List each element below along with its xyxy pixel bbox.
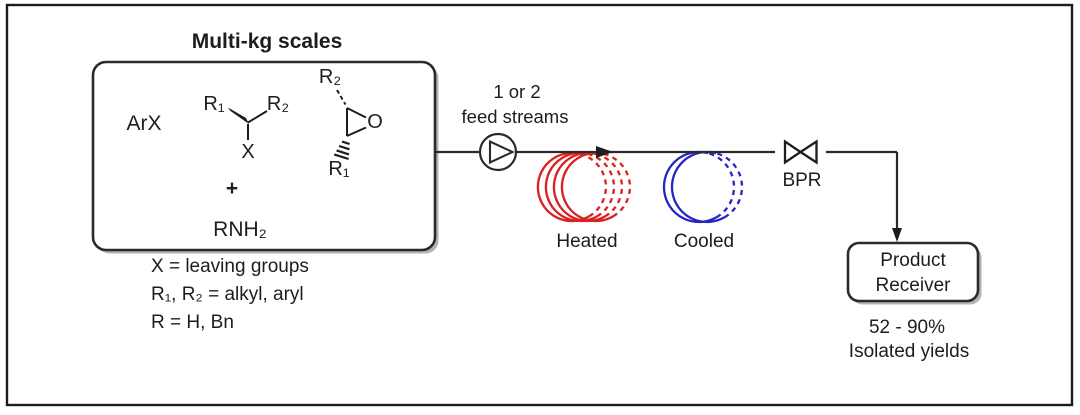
feed-streams-label-line1: 1 or 2	[493, 81, 541, 102]
wedge-bond-icon	[228, 107, 249, 124]
alkyl-halide-structure	[228, 107, 268, 140]
plus-sign: +	[225, 177, 239, 200]
amine-label: RNH₂	[213, 218, 267, 241]
reagent-arx-label: ArX	[126, 112, 162, 135]
receiver-box	[846, 241, 982, 305]
legend-line-2: R₁, R₂ = alkyl, aryl	[151, 284, 304, 305]
legend-line-1: X = leaving groups	[151, 256, 309, 277]
pump-icon	[478, 132, 518, 172]
receiver-box-border	[846, 241, 980, 303]
epoxide-o-label: O	[367, 111, 383, 133]
bpr-label: BPR	[782, 170, 822, 191]
cooled-coil-icon	[662, 150, 744, 224]
diagram-title: Multi-kg scales	[191, 30, 343, 53]
epoxide-r1-label: R₁	[328, 158, 350, 180]
yield-range: 52 - 90%	[868, 317, 946, 338]
bond-line	[346, 107, 367, 119]
cooled-label: Cooled	[673, 231, 735, 252]
heated-label: Heated	[556, 231, 618, 252]
receiver-title-line1: Product	[880, 250, 946, 271]
flow-arrow-down-icon	[892, 228, 902, 242]
feed-streams-label-line2: feed streams	[461, 106, 569, 127]
outer-frame	[5, 3, 1074, 407]
hashed-wedge-bond-icon	[333, 140, 350, 161]
flow-arrow-right-icon	[596, 146, 613, 158]
receiver-title-line2: Receiver	[875, 275, 951, 296]
bond-line	[247, 110, 268, 124]
bpr-valve-icon	[783, 139, 818, 165]
bond-line	[346, 126, 367, 137]
halide-x-label: X	[241, 141, 255, 163]
epoxide-r2-label: R₂	[318, 66, 342, 88]
heated-coil-icon	[536, 151, 631, 223]
yield-caption: Isolated yields	[848, 341, 970, 362]
halide-r2-label: R₂	[266, 93, 290, 115]
halide-r1-label: R₁	[203, 93, 225, 115]
legend-line-3: R = H, Bn	[151, 312, 234, 333]
dashed-bond-icon	[336, 89, 347, 106]
epoxide-structure	[333, 89, 367, 161]
